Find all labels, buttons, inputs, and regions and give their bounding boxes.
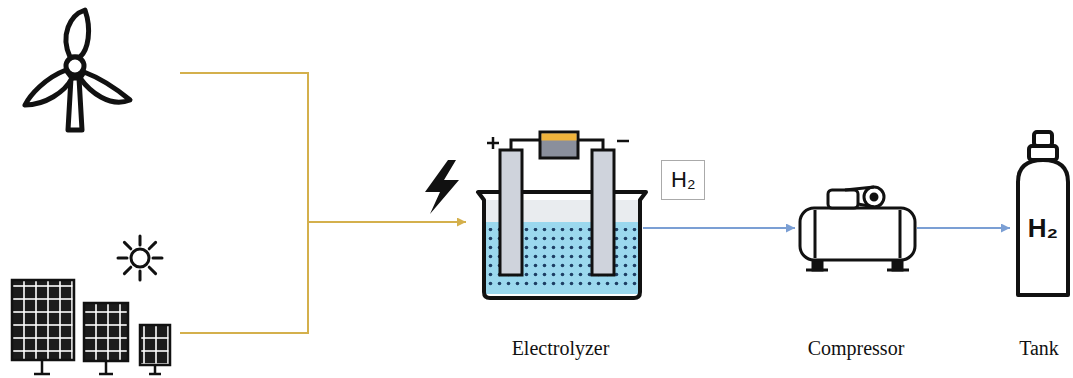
component-node: Tank <box>1010 128 1068 360</box>
flow-arrow <box>917 227 1010 229</box>
flow-label: H₂ <box>661 160 705 200</box>
flow-arrow <box>643 227 795 229</box>
lightning-bolt <box>425 160 459 214</box>
electrolyzer-icon <box>478 132 646 298</box>
solar-panels-icon <box>12 280 170 374</box>
sun-icon <box>118 236 162 280</box>
component-label: Tank <box>1019 337 1059 360</box>
component-node: Electrolyzer <box>478 128 643 360</box>
tank-marking: H₂ <box>1028 213 1058 244</box>
power-lines <box>180 73 466 333</box>
component-label: Compressor <box>808 337 905 360</box>
component-label: Electrolyzer <box>512 337 610 360</box>
compressor-icon <box>800 187 915 270</box>
component-node: Compressor <box>795 180 917 360</box>
wind-turbine-icon <box>25 10 130 130</box>
hydrogen-tank-icon <box>1018 132 1068 295</box>
